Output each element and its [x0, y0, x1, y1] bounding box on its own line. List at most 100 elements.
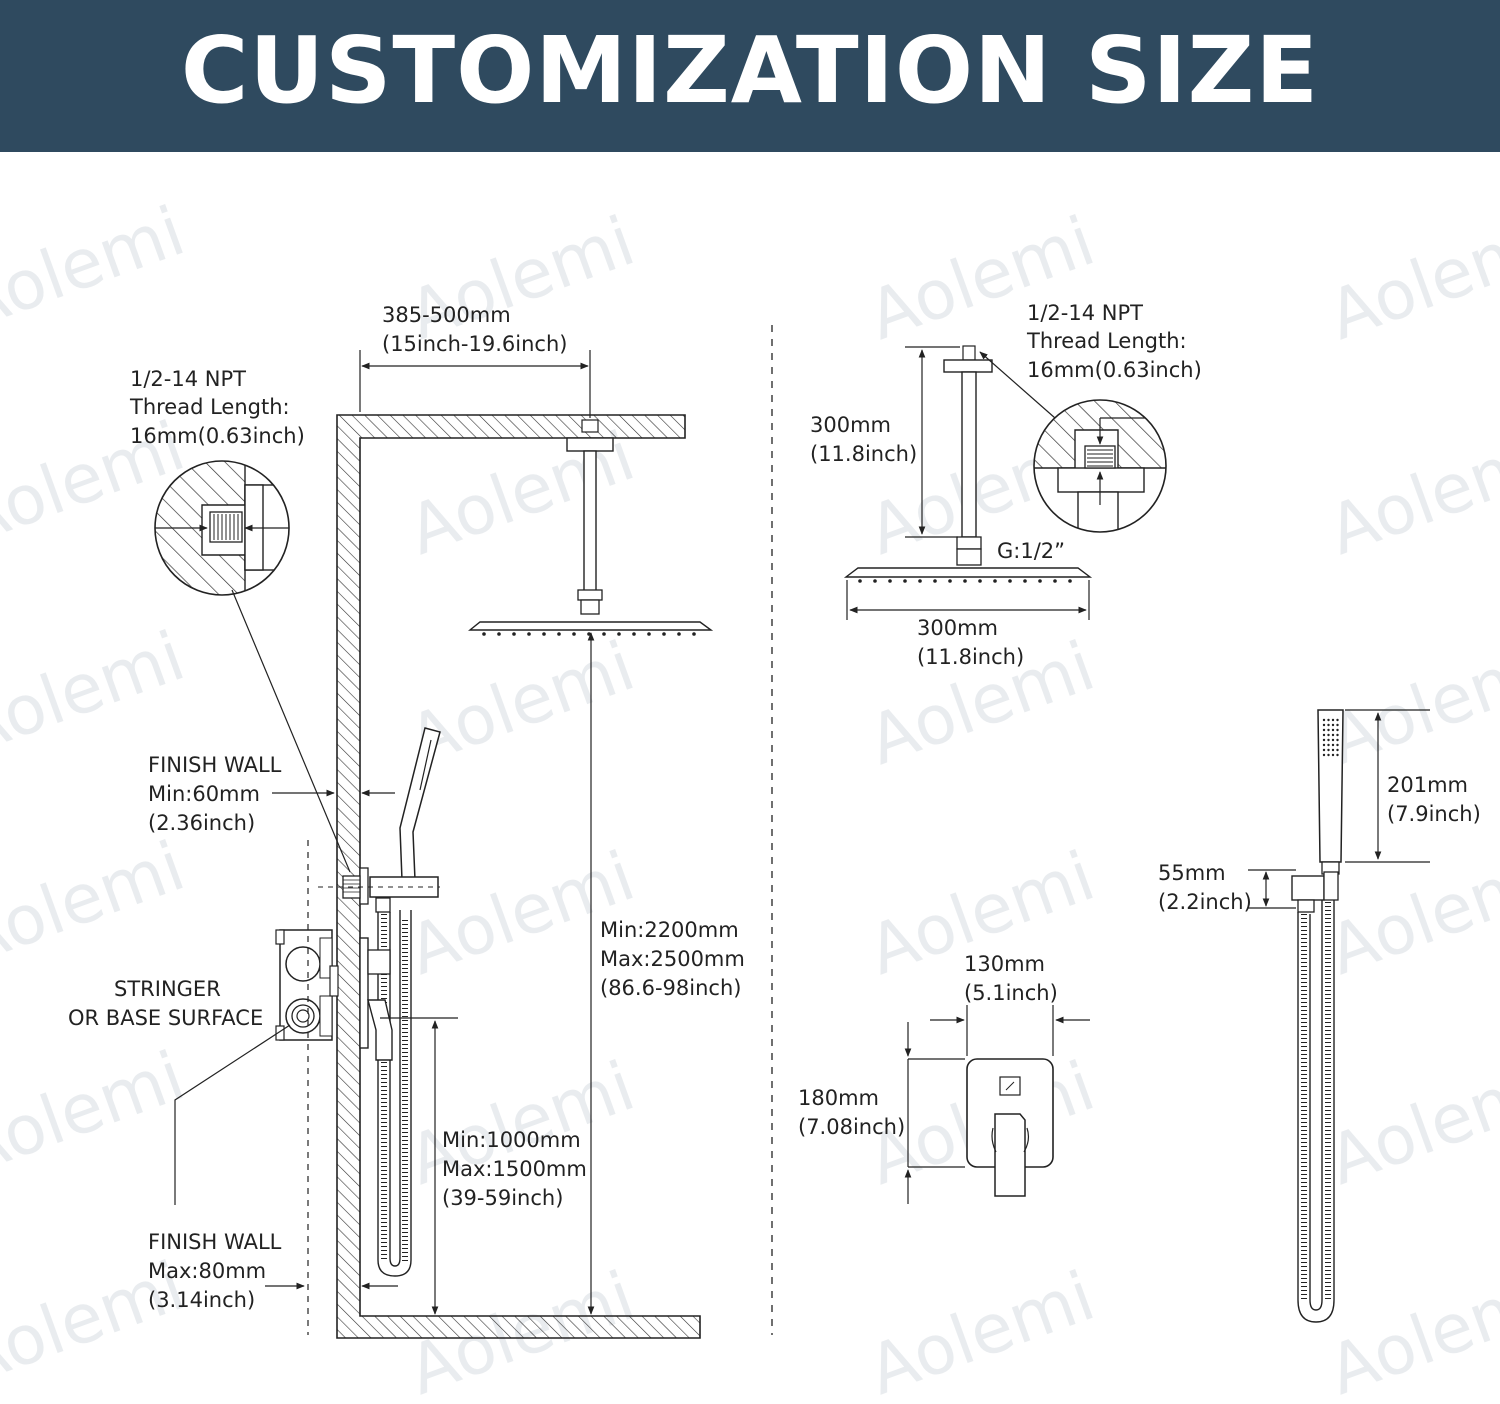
arm-length-mm: 300mm	[810, 413, 891, 437]
finish-wall-top-in: (2.36inch)	[148, 811, 255, 835]
spray-dot	[1322, 748, 1326, 752]
npt-left-thread: Thread Length:	[129, 395, 290, 419]
spray-dot	[1331, 723, 1335, 727]
stringer-title: STRINGER	[114, 977, 221, 1001]
npt-right-title: 1/2-14 NPT	[1027, 301, 1143, 325]
spray-dot	[1327, 718, 1330, 722]
head-height-max: Max:2500mm	[600, 947, 745, 971]
spray-dot	[1327, 743, 1330, 747]
watermark: Aolemi	[399, 627, 645, 781]
spray-dot	[1331, 733, 1335, 737]
spray-dot	[1336, 728, 1339, 732]
nozzle-dot	[963, 579, 967, 583]
nozzle-dot	[948, 579, 952, 583]
arm-reach-dimension: 385-500mm (15inch-19.6inch)	[359, 303, 591, 418]
spray-dot	[1327, 738, 1330, 742]
nozzle-dot	[933, 579, 937, 583]
spray-dot	[1336, 733, 1339, 737]
hand-shower-detail: 201mm (7.9inch) 55mm (2.2inch)	[1158, 709, 1481, 1323]
nozzle-dot	[602, 632, 606, 636]
nozzle-dot	[647, 632, 651, 636]
spray-dot	[1331, 748, 1335, 752]
spray-dot	[1336, 718, 1339, 722]
plate-width-mm: 130mm	[964, 952, 1045, 976]
watermark: Aolemi	[0, 1037, 195, 1191]
hand-length-in: (7.9inch)	[1387, 802, 1481, 826]
nozzle-dot	[617, 632, 621, 636]
npt-left-length: 16mm(0.63inch)	[130, 424, 305, 448]
nozzle-dot	[557, 632, 561, 636]
finish-wall-top-title: FINISH WALL	[148, 753, 282, 777]
nozzle-dot	[692, 632, 696, 636]
plate-height-mm: 180mm	[798, 1086, 879, 1110]
nozzle-dot	[662, 632, 666, 636]
spray-dot	[1336, 743, 1339, 747]
plate-width-in: (5.1inch)	[964, 981, 1058, 1005]
nozzle-dot	[858, 579, 862, 583]
spray-dot	[1327, 723, 1330, 727]
spray-dot	[1331, 743, 1335, 747]
watermark: Aolemi	[859, 1257, 1105, 1404]
nozzle-dot	[1008, 579, 1012, 583]
nozzle-dot	[482, 632, 486, 636]
plate-height-in: (7.08inch)	[798, 1115, 905, 1139]
spray-dot	[1327, 753, 1330, 757]
nozzle-dot	[873, 579, 877, 583]
watermark: Aolemi	[1319, 1047, 1500, 1201]
watermark: Aolemi	[1319, 837, 1500, 991]
title-banner: CUSTOMIZATION SIZE	[0, 0, 1500, 152]
nozzle-dot	[632, 632, 636, 636]
nozzle-dot	[918, 579, 922, 583]
npt-right-thread: Thread Length:	[1026, 329, 1187, 353]
g-thread-label: G:1/2”	[997, 539, 1065, 563]
head-width-in: (11.8inch)	[917, 645, 1024, 669]
spray-dot	[1331, 738, 1335, 742]
npt-left-title: 1/2-14 NPT	[130, 367, 246, 391]
holder-height-mm: 55mm	[1158, 861, 1226, 885]
hatched-wall	[336, 414, 701, 1339]
head-height-dimension: Min:2200mm Max:2500mm (86.6-98inch)	[587, 632, 745, 1315]
watermark: Aolemi	[1319, 202, 1500, 356]
nozzle-dot	[542, 632, 546, 636]
stringer-subtitle: OR BASE SURFACE	[68, 1006, 263, 1030]
head-height-in: (86.6-98inch)	[600, 976, 741, 1000]
holder-height-in: (2.2inch)	[1158, 890, 1252, 914]
watermark: Aolemi	[0, 827, 195, 981]
watermark: Aolemi	[1319, 417, 1500, 571]
spray-dot	[1331, 728, 1335, 732]
stringer-callout: STRINGER OR BASE SURFACE	[68, 977, 291, 1205]
nozzle-dot	[572, 632, 576, 636]
watermark: Aolemi	[1319, 627, 1500, 781]
nozzle-dot	[527, 632, 531, 636]
finish-wall-top-min: Min:60mm	[148, 782, 260, 806]
arm-length-in: (11.8inch)	[810, 442, 917, 466]
nozzle-dot	[993, 579, 997, 583]
nozzle-dot	[978, 579, 982, 583]
finish-wall-bottom-max: Max:80mm	[148, 1259, 266, 1283]
nozzle-dot	[587, 632, 591, 636]
spray-dot	[1336, 748, 1339, 752]
nozzle-dot	[1023, 579, 1027, 583]
valve-height-max: Max:1500mm	[442, 1157, 587, 1181]
shower-head-detail: 300mm (11.8inch) G:1/2” 300mm (11.8inch)…	[810, 301, 1202, 669]
spray-dot	[1327, 748, 1330, 752]
watermark: Aolemi	[1319, 1257, 1500, 1404]
spray-dot	[1322, 733, 1326, 737]
spray-dot	[1336, 738, 1339, 742]
head-height-min: Min:2200mm	[600, 918, 739, 942]
spray-dot	[1322, 728, 1326, 732]
valve-trim-detail: 130mm (5.1inch) 180mm (7.08inch)	[798, 952, 1090, 1204]
spray-dot	[1336, 723, 1339, 727]
finish-wall-bottom-title: FINISH WALL	[148, 1230, 282, 1254]
nozzle-dot	[1053, 579, 1057, 583]
nozzle-dot	[512, 632, 516, 636]
finish-wall-bottom-in: (3.14inch)	[148, 1288, 255, 1312]
spray-dot	[1322, 753, 1326, 757]
head-width-mm: 300mm	[917, 616, 998, 640]
finish-wall-min-callout: FINISH WALL Min:60mm (2.36inch)	[148, 753, 395, 835]
valve-height-min: Min:1000mm	[442, 1128, 581, 1152]
spray-dot	[1322, 718, 1326, 722]
arm-reach-mm: 385-500mm	[382, 303, 511, 327]
page-title: CUSTOMIZATION SIZE	[180, 17, 1320, 124]
